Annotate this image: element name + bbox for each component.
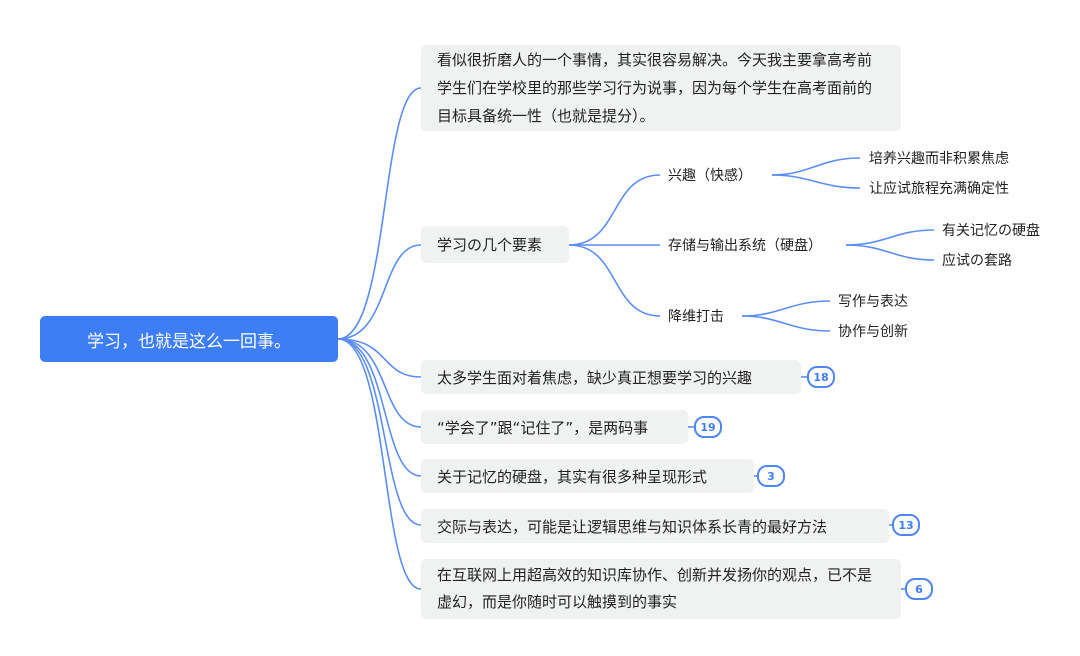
leaf-topic[interactable]: 培养兴趣而非积累焦虑	[869, 151, 1009, 167]
leaf-topic[interactable]: 应试の套路	[942, 253, 1012, 269]
leaf-topic[interactable]: 有关记忆の硬盘	[942, 223, 1040, 239]
topic-label: “学会了”跟“记住了”，是两码事	[437, 418, 649, 437]
topic-label: 关于记忆的硬盘，其实有很多种呈现形式	[437, 467, 708, 486]
topic-learning-elements[interactable]: 学习の几个要素	[421, 226, 569, 263]
subtopic-dimension-strike[interactable]: 降维打击	[668, 309, 724, 325]
collapsed-count-badge[interactable]: 3	[757, 465, 785, 487]
leaf-topic[interactable]: 协作与创新	[838, 324, 908, 340]
root-topic-label: 学习，也就是这么一回事。	[87, 331, 291, 352]
topic-label: 在互联网上用超高效的知识库协作、创新并发扬你的观点，已不是虚幻，而是你随时可以触…	[437, 566, 873, 611]
collapsed-count-badge[interactable]: 13	[892, 514, 920, 536]
collapsed-count-badge[interactable]: 19	[694, 416, 722, 438]
subtopic-storage-output[interactable]: 存储与输出系统（硬盘）	[668, 238, 822, 254]
topic-label: 太多学生面对着焦虑，缺少真正想要学习的兴趣	[437, 368, 753, 387]
root-topic[interactable]: 学习，也就是这么一回事。	[40, 316, 338, 362]
collapsed-count-badge[interactable]: 6	[905, 578, 933, 600]
topic-internet-collaboration[interactable]: 在互联网上用超高效的知识库协作、创新并发扬你的观点，已不是虚幻，而是你随时可以触…	[421, 559, 901, 619]
topic-memory-disk[interactable]: 关于记忆的硬盘，其实有很多种呈现形式	[421, 459, 754, 493]
topic-label: 交际与表达，可能是让逻辑思维与知识体系长青的最好方法	[437, 517, 828, 536]
topic-anxiety[interactable]: 太多学生面对着焦虑，缺少真正想要学习的兴趣	[421, 360, 801, 394]
topic-communication[interactable]: 交际与表达，可能是让逻辑思维与知识体系长青的最好方法	[421, 509, 889, 543]
topic-intro[interactable]: 看似很折磨人的一个事情，其实很容易解决。今天我主要拿高考前学生们在学校里的那些学…	[421, 45, 901, 131]
topic-learn-vs-remember[interactable]: “学会了”跟“记住了”，是两码事	[421, 410, 688, 444]
subtopic-interest[interactable]: 兴趣（快感）	[668, 168, 752, 184]
topic-label: 学习の几个要素	[437, 236, 543, 254]
leaf-topic[interactable]: 写作与表达	[838, 294, 908, 310]
leaf-topic[interactable]: 让应试旅程充满确定性	[869, 181, 1009, 197]
collapsed-count-badge[interactable]: 18	[807, 366, 835, 388]
topic-label: 看似很折磨人的一个事情，其实很容易解决。今天我主要拿高考前学生们在学校里的那些学…	[437, 51, 873, 125]
